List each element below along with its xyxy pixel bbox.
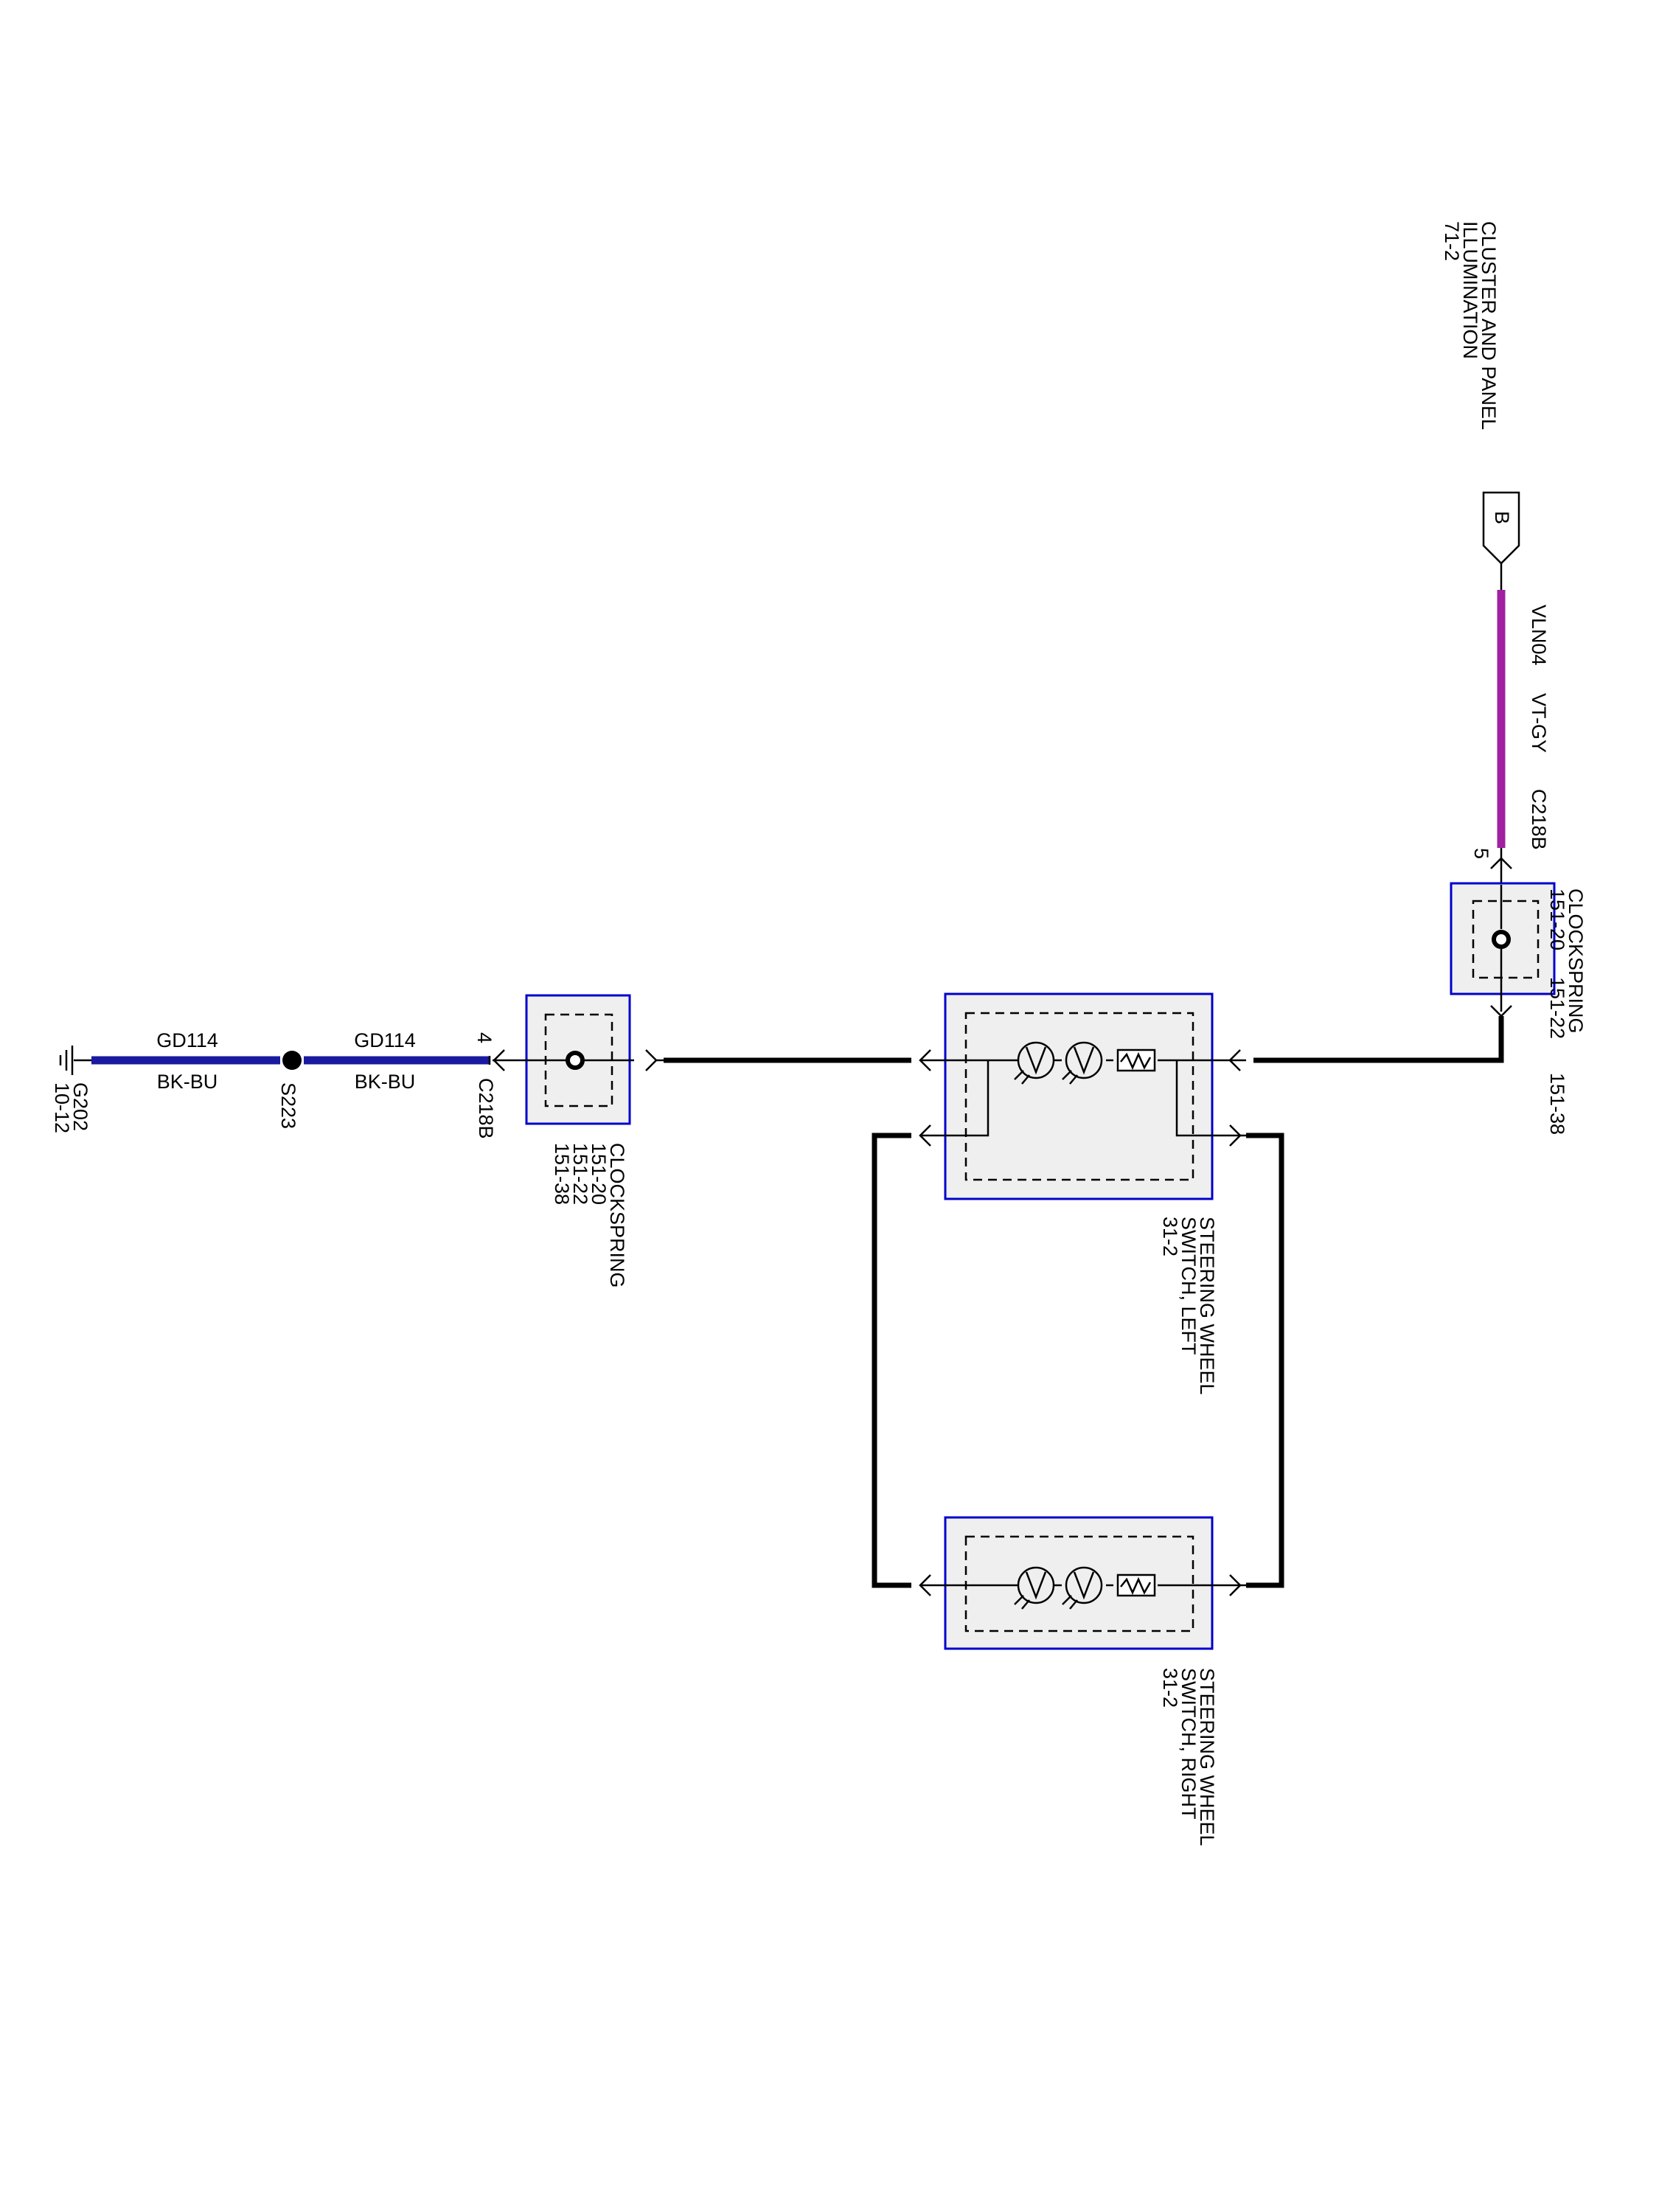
wire-gd114-a-color-code: BK-BU bbox=[157, 1071, 218, 1093]
ground-name: G202 bbox=[69, 1082, 91, 1131]
connector-mid-pin: 4 bbox=[473, 1032, 495, 1043]
splice-s223 bbox=[282, 1051, 302, 1070]
splice-name: S223 bbox=[277, 1082, 299, 1129]
switch-right-line2: SWITCH, RIGHT bbox=[1178, 1668, 1200, 1819]
wire-top-circuit: VLN04 bbox=[1528, 605, 1550, 666]
switch-left-line2: SWITCH, LEFT bbox=[1178, 1217, 1200, 1355]
switch-left-line1: STEERING WHEEL bbox=[1196, 1217, 1218, 1395]
clockspring-mid-ref2: 151-22 bbox=[569, 1143, 591, 1205]
switch-left-lamp-1-icon bbox=[1014, 1041, 1055, 1085]
switch-right-line1: STEERING WHEEL bbox=[1196, 1668, 1218, 1846]
switch-left-resistor-icon bbox=[1116, 1048, 1156, 1072]
clockspring-top-ref1: 151-20 bbox=[1546, 888, 1568, 950]
connector-tab-letter: B bbox=[1491, 511, 1513, 524]
clockspring-top-label: CLOCKSPRING 151-20 151-22 151-38 bbox=[1546, 888, 1587, 1135]
top-reference-line1: CLUSTER AND PANEL bbox=[1478, 221, 1500, 430]
clockspring-top-ref3: 151-38 bbox=[1546, 1073, 1568, 1135]
wire-top-labels: VLN04 VT-GY C218B bbox=[1528, 605, 1550, 850]
wire-top-pin: 5 bbox=[1470, 848, 1492, 859]
switch-right-label: STEERING WHEEL SWITCH, RIGHT 31-2 bbox=[1159, 1668, 1218, 1846]
switch-left bbox=[919, 992, 1246, 1200]
clockspring-top-contact bbox=[1492, 930, 1511, 949]
connector-tab: B bbox=[1482, 491, 1520, 565]
switch-left-lamp-2-icon bbox=[1062, 1041, 1103, 1085]
clockspring-mid-label: CLOCKSPRING 151-20 151-22 151-38 bbox=[551, 1143, 628, 1288]
wire-top-connector: C218B bbox=[1528, 789, 1550, 850]
top-reference-line2: ILLUMINATION bbox=[1459, 221, 1481, 359]
clockspring-mid-contact bbox=[566, 1051, 585, 1070]
wire-gd114-b-color-code: BK-BU bbox=[355, 1071, 416, 1093]
ground-icon bbox=[59, 1046, 91, 1075]
clockspring-mid bbox=[493, 994, 634, 1125]
wire-gd114-a-circuit: GD114 bbox=[156, 1029, 218, 1051]
wire-gd114-b-circuit: GD114 bbox=[354, 1029, 416, 1051]
connector-mid-name: C218B bbox=[475, 1078, 497, 1139]
top-reference-label: CLUSTER AND PANEL ILLUMINATION 71-2 bbox=[1441, 221, 1500, 430]
clockspring-top-ref2: 151-22 bbox=[1546, 977, 1568, 1039]
wire-top-color-code: VT-GY bbox=[1528, 693, 1550, 753]
switch-right-lamp-1-icon bbox=[1014, 1566, 1055, 1610]
clockspring-mid-name: CLOCKSPRING bbox=[606, 1143, 628, 1288]
ground-ref: 10-12 bbox=[51, 1082, 73, 1133]
clockspring-top bbox=[1450, 882, 1556, 1012]
switch-right bbox=[919, 1516, 1246, 1650]
ground-label: G202 10-12 bbox=[51, 1082, 91, 1133]
top-reference-line3: 71-2 bbox=[1441, 221, 1463, 261]
switch-left-line3: 31-2 bbox=[1159, 1217, 1181, 1256]
clockspring-top-name: CLOCKSPRING bbox=[1565, 888, 1587, 1034]
clockspring-mid-ref3: 151-38 bbox=[551, 1143, 573, 1205]
switch-right-resistor-icon bbox=[1116, 1573, 1156, 1597]
switch-right-lamp-2-icon bbox=[1062, 1566, 1103, 1610]
switch-left-label: STEERING WHEEL SWITCH, LEFT 31-2 bbox=[1159, 1217, 1218, 1395]
clockspring-mid-ref1: 151-20 bbox=[588, 1143, 610, 1205]
switch-right-line3: 31-2 bbox=[1159, 1668, 1181, 1708]
